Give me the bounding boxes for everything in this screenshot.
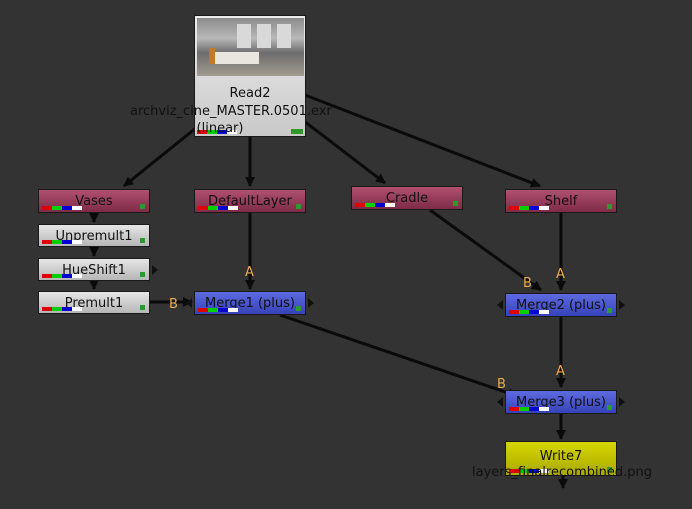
merge2-input-b-label: B <box>523 276 532 291</box>
pipe-merge1-merge3 <box>279 313 518 398</box>
pipe-read2-vases <box>123 126 197 188</box>
merge1-mask-input[interactable] <box>308 298 314 308</box>
shelf-title: Shelf <box>544 194 578 209</box>
merge1-input-b-label: B <box>169 297 178 312</box>
merge3-mask-input[interactable] <box>619 397 625 407</box>
defaultlayer-title: DefaultLayer <box>208 194 292 209</box>
read2-file-label: archviz_cine_MASTER.0501.exr <box>130 104 332 119</box>
write7-title: Write7 <box>539 449 583 464</box>
read2-title: Read2 <box>229 86 271 101</box>
pipe-read2-cradle <box>299 116 386 185</box>
unpremult1-node[interactable]: Unpremult1 <box>38 224 150 247</box>
merge2-input-a-label: A <box>556 267 565 282</box>
merge3-input-a-label: A <box>556 364 565 379</box>
cradle-node[interactable]: Cradle <box>351 186 463 210</box>
merge2-title: Merge2 (plus) <box>515 298 606 313</box>
merge1-title: Merge1 (plus) <box>204 296 295 311</box>
read2-colorspace-label: (linear) <box>196 121 244 136</box>
merge2-node[interactable]: Merge2 (plus) <box>497 293 625 317</box>
hueshift1-mask-input[interactable] <box>152 264 158 275</box>
premult1-node[interactable]: Premult1 <box>38 291 150 314</box>
merge2-left-input[interactable] <box>497 300 503 310</box>
merge1-b-input-arrow[interactable] <box>186 298 192 308</box>
write7-node[interactable]: Write7 <box>505 441 617 476</box>
merge1-input-a-label: A <box>245 265 254 280</box>
merge1-node[interactable]: Merge1 (plus) <box>186 291 314 315</box>
shelf-node[interactable]: Shelf <box>505 189 617 213</box>
pipe-read2-shelf <box>304 93 541 188</box>
merge2-mask-input[interactable] <box>619 300 625 310</box>
read2-node[interactable]: Read2 <box>194 15 306 137</box>
vases-node[interactable]: Vases <box>38 189 150 213</box>
vases-title: Vases <box>75 194 113 209</box>
defaultlayer-node[interactable]: DefaultLayer <box>194 189 306 213</box>
pipe-cradle-merge2 <box>429 208 542 292</box>
merge3-left-input[interactable] <box>497 397 503 407</box>
merge3-node[interactable]: Merge3 (plus) <box>497 390 625 414</box>
merge3-input-b-label: B <box>497 377 506 392</box>
read2-thumbnail <box>197 18 304 76</box>
merge3-title: Merge3 (plus) <box>515 395 606 410</box>
write7-file-label: layers_finalrecombined.png <box>472 465 652 480</box>
cradle-title: Cradle <box>385 191 429 206</box>
hueshift1-node[interactable]: HueShift1 <box>38 258 158 281</box>
